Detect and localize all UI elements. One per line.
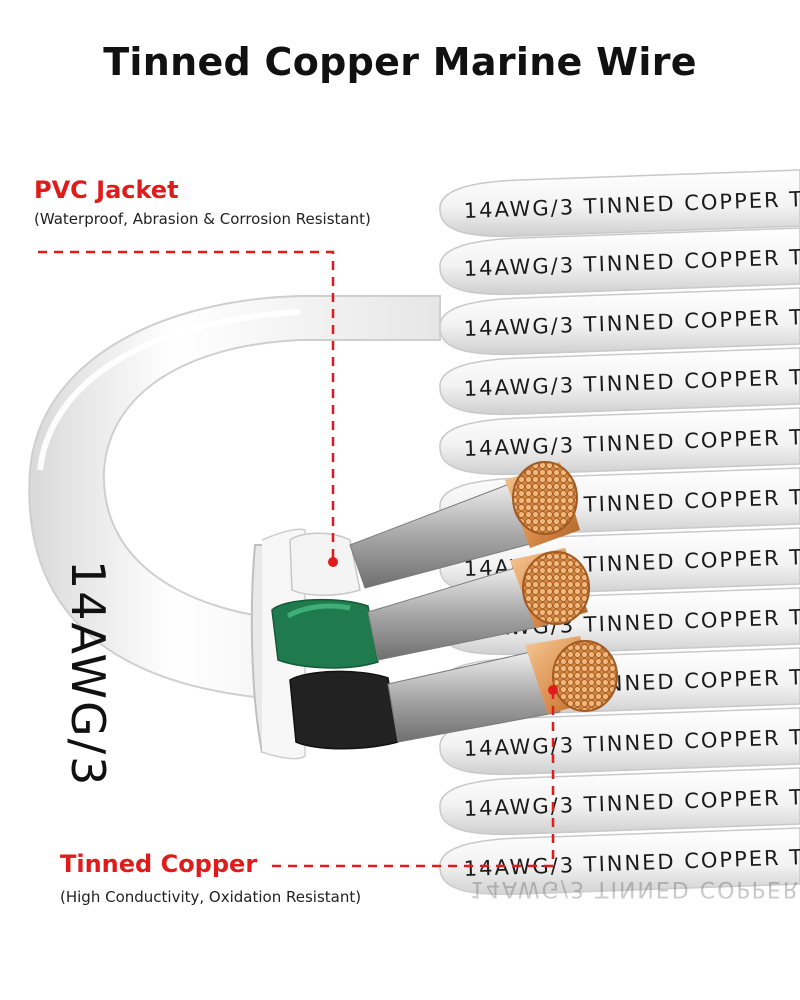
conductor-green bbox=[271, 548, 590, 669]
copper-callout-title: Tinned Copper bbox=[60, 850, 258, 878]
copper-leader-dot bbox=[548, 685, 558, 695]
jacket-leader-line bbox=[38, 250, 335, 560]
jacket-callout-subtitle: (Waterproof, Abrasion & Corrosion Resist… bbox=[34, 210, 371, 228]
conductor-white bbox=[289, 461, 580, 597]
coil-ring: 14AWG/3 TINNED COPPER TR bbox=[439, 227, 800, 296]
coil-ring: 14AWG/3 TINNED COPPER TR bbox=[439, 347, 800, 416]
coil-ring: 14AWG/3 TINNED COPPER TR bbox=[439, 827, 800, 896]
callout-lines bbox=[38, 250, 558, 868]
coil-ring: 14AWG/3 TINNED COPPER TR bbox=[439, 707, 800, 776]
copper-leader-line bbox=[272, 692, 555, 868]
copper-callout-subtitle: (High Conductivity, Oxidation Resistant) bbox=[60, 888, 362, 906]
cable-loop: 14AWG/3 bbox=[28, 295, 441, 787]
jacket-leader-dot bbox=[328, 557, 338, 567]
coil-ring: 14AWG/3 TINNED COPPER TR bbox=[439, 407, 800, 476]
coil-ring: 14AWG/3 TINNED COPPER TR bbox=[439, 169, 800, 238]
jacket-callout-title: PVC Jacket bbox=[34, 176, 179, 204]
coil-ring: 14AWG/3 TINNED COPPER TR bbox=[439, 287, 800, 356]
cable-end-print: 14AWG/3 bbox=[61, 560, 115, 787]
conductor-black bbox=[289, 636, 618, 750]
page-title: Tinned Copper Marine Wire bbox=[103, 40, 697, 84]
coil-ring: 14AWG/3 TINNED COPPER TR bbox=[439, 767, 800, 836]
